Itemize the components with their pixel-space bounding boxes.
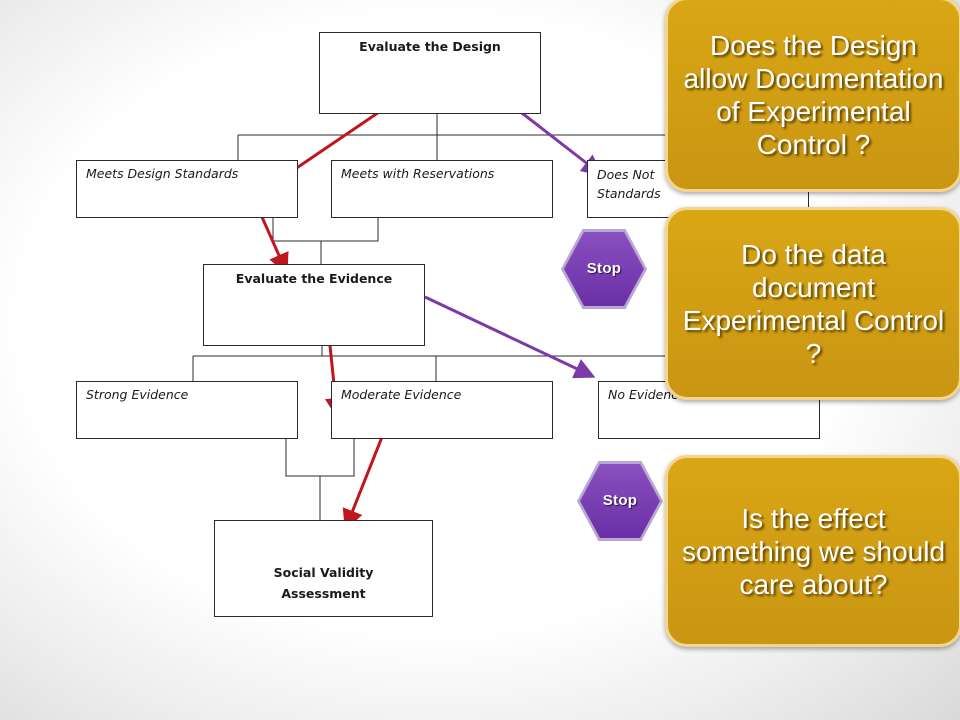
effect-question-text: Is the effect something we should care a… (681, 502, 946, 600)
effect-question-callout: Is the effect something we should care a… (665, 455, 960, 647)
data-question-text: Do the data document Experimental Contro… (682, 238, 945, 369)
connector-line (272, 218, 379, 242)
meets-reservations-label: Meets with Reservations (341, 166, 495, 181)
evaluate-evidence-box: Evaluate the Evidence (203, 264, 425, 346)
meets-reservations-box: Meets with Reservations (331, 160, 553, 218)
evaluate-design-box: Evaluate the Design (319, 32, 541, 114)
red-arrow (256, 207, 289, 275)
purple-arrow (424, 295, 596, 379)
moderate-evidence-box: Moderate Evidence (331, 381, 553, 439)
moderate-evidence-label: Moderate Evidence (341, 387, 462, 402)
does-not-meet-label-line2: Standards (597, 186, 661, 201)
connector-line (285, 439, 355, 477)
evaluate-evidence-label: Evaluate the Evidence (235, 271, 393, 286)
social-validity-box: Social Validity Assessment (214, 520, 433, 617)
strong-evidence-box: Strong Evidence (76, 381, 298, 439)
social-validity-label-line2: Assessment (281, 586, 366, 601)
design-question-text: Does the Design allow Documentation of E… (683, 29, 944, 160)
no-evidence-label: No Evidence (608, 387, 686, 402)
evaluate-design-label: Evaluate the Design (359, 39, 501, 54)
stop-label: Stop (586, 260, 622, 277)
meets-standards-box: Meets Design Standards (76, 160, 298, 218)
social-validity-label-line1: Social Validity (273, 565, 374, 580)
red-arrow (342, 431, 386, 531)
meets-standards-label: Meets Design Standards (86, 166, 239, 181)
does-not-meet-label-line1: Does Not (597, 167, 655, 182)
strong-evidence-label: Strong Evidence (86, 387, 189, 402)
stop-label: Stop (602, 492, 638, 509)
data-question-callout: Do the data document Experimental Contro… (665, 207, 960, 400)
design-question-callout: Does the Design allow Documentation of E… (665, 0, 960, 192)
